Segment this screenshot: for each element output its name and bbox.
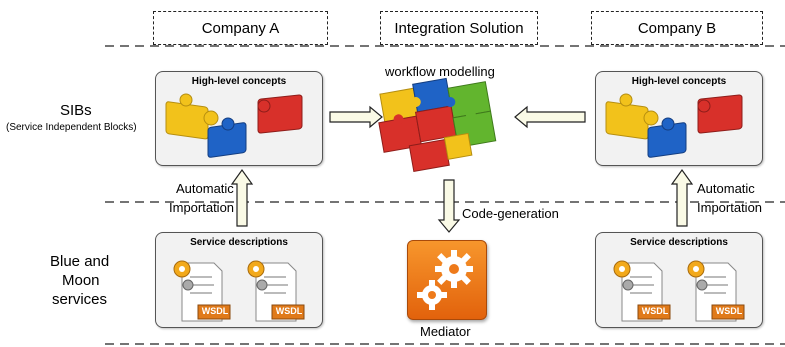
wsdl-document-icon: WSDL — [608, 255, 672, 325]
card-high-level-concepts-right: High-level concepts — [595, 71, 763, 166]
header-integration-solution: Integration Solution — [380, 11, 538, 45]
auto-import-right-1: Automatic — [697, 181, 755, 196]
auto-import-right-2: Importation — [697, 200, 763, 215]
workflow-modelling-label: workflow modelling — [385, 64, 495, 79]
puzzle-icon — [207, 117, 247, 158]
card-service-descriptions-left: Service descriptions WSDL WSDL — [155, 232, 323, 328]
card-title: High-level concepts — [191, 76, 287, 87]
card-title: High-level concepts — [631, 76, 727, 87]
card-title: Service descriptions — [630, 237, 728, 248]
puzzle-icon — [647, 117, 687, 158]
card-title: Service descriptions — [190, 237, 288, 248]
wsdl-document-icon: WSDL — [682, 255, 746, 325]
wsdl-label: WSDL — [201, 306, 229, 316]
mediator-box — [407, 240, 487, 320]
card-high-level-concepts-left: High-level concepts — [155, 71, 323, 166]
row-label-services-1: Blue and — [50, 253, 110, 270]
puzzle-pieces-right — [605, 93, 743, 158]
wsdl-label: WSDL — [715, 306, 743, 316]
header-company-b: Company B — [591, 11, 763, 45]
puzzle-icon — [165, 93, 219, 140]
row-label-sibs-subtitle: (Service Independent Blocks) — [6, 122, 137, 133]
row-label-services-2: Moon — [62, 272, 100, 289]
mediator-label: Mediator — [420, 324, 471, 339]
code-generation-label: Code-generation — [462, 206, 559, 221]
puzzle-pieces-left — [165, 93, 303, 158]
row-label-services-3: services — [52, 291, 108, 308]
header-company-a-label: Company A — [201, 19, 280, 37]
wsdl-label: WSDL — [641, 306, 669, 316]
auto-import-left-2: Importation — [169, 200, 235, 215]
header-company-a: Company A — [153, 11, 328, 45]
card-service-descriptions-right: Service descriptions WSDL WSDL — [595, 232, 763, 328]
row-label-sibs: SIBs — [60, 102, 92, 119]
wsdl-document-icon: WSDL — [242, 255, 306, 325]
auto-import-left-1: Automatic — [176, 181, 234, 196]
gears-icon — [417, 250, 473, 310]
wsdl-label: WSDL — [275, 306, 303, 316]
puzzle-icon — [257, 94, 303, 134]
puzzle-icon — [605, 93, 659, 140]
wsdl-document-icon: WSDL — [168, 255, 232, 325]
header-integration-label: Integration Solution — [394, 19, 524, 37]
puzzle-icon — [697, 94, 743, 134]
header-company-b-label: Company B — [637, 19, 717, 37]
